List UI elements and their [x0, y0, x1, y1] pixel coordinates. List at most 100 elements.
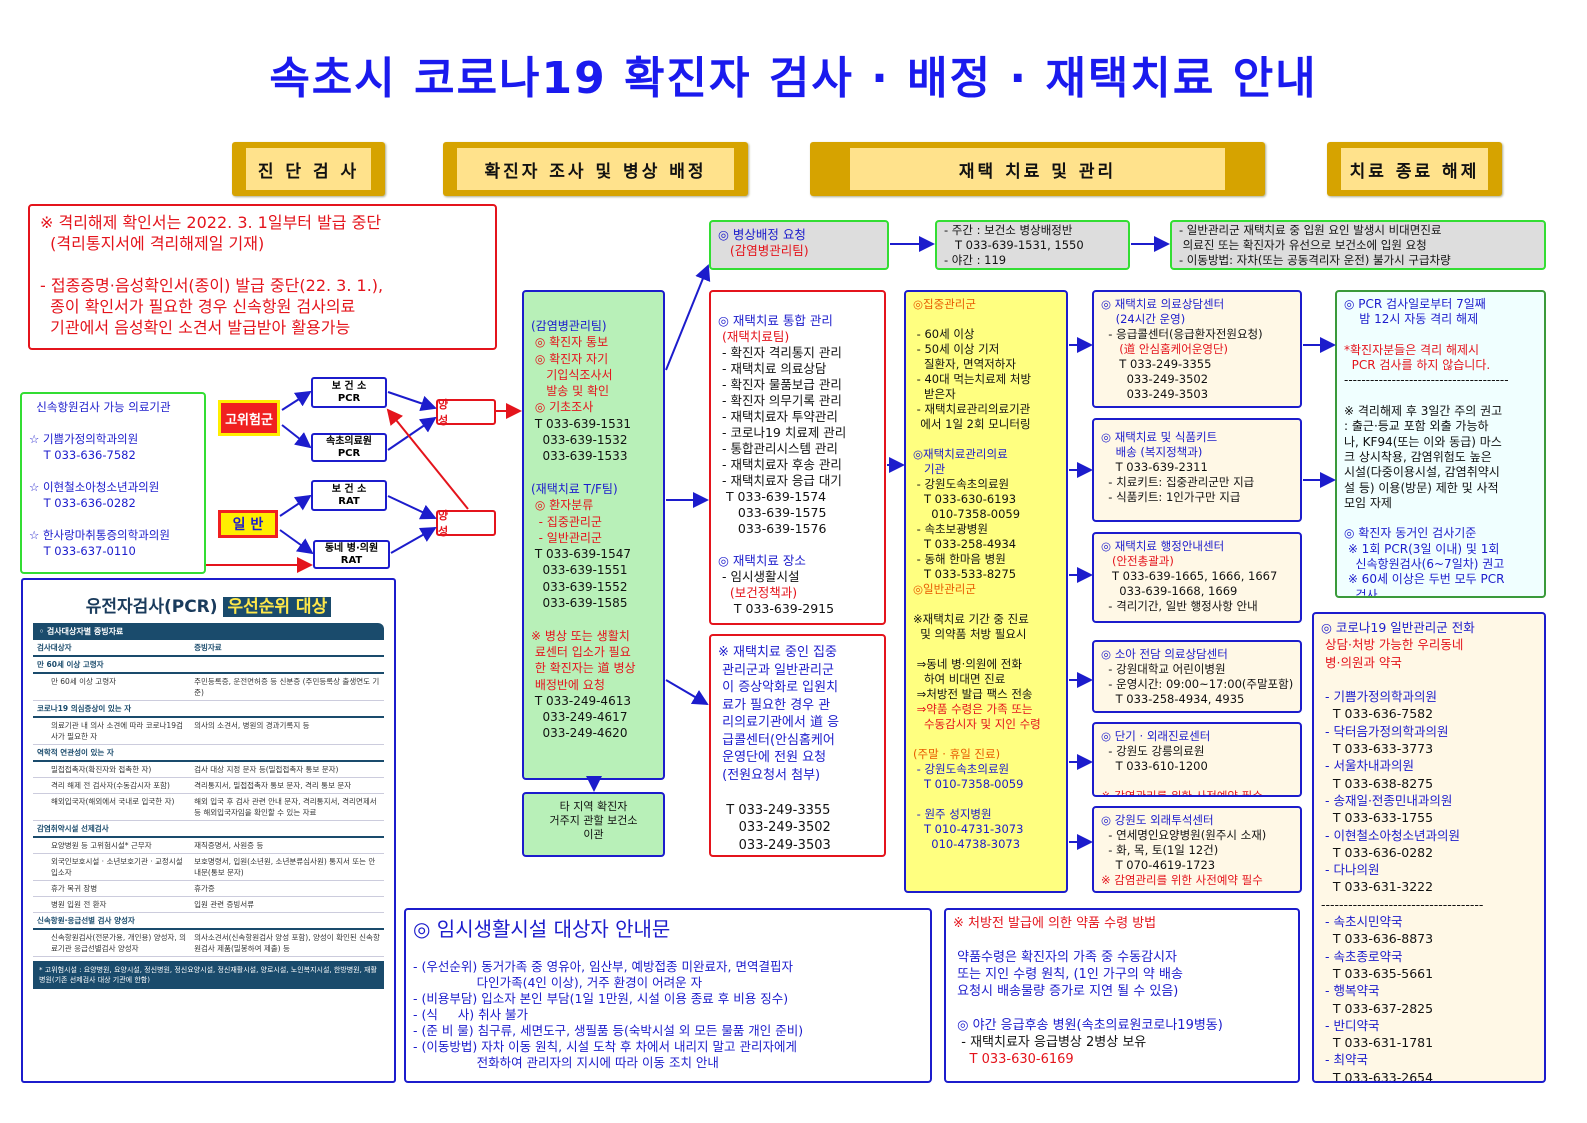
kits-line: ◎ 재택치료 및 식품키트 [1101, 430, 1218, 444]
col-header: 검사대상자 [33, 640, 191, 657]
notice-line: (격리통지서에 격리해제일 기재) [40, 234, 265, 253]
cell-target: 병원 입원 전 환자 [33, 896, 191, 913]
day_night-line: T 033-639-1531, 1550 [944, 238, 1084, 252]
prescription-line: 또는 지인 수령 원칙, (1인 가구의 약 배송 [953, 967, 1183, 982]
consult-line: (道 안심홈케어운영단) [1101, 342, 1229, 356]
group-label: 감염취약시설 선제검사 [33, 820, 384, 838]
cell-target: 휴가 복귀 장병 [33, 880, 191, 897]
temporary-facility-box: ◎ 임시생활시설 대상자 안내문 - (우선순위) 동거가족 중 영유아, 임산… [404, 908, 932, 1083]
stage-label: 진 단 검 사 [246, 148, 371, 190]
clinics-line: ☆ 기쁨가정의학과의원 [29, 432, 139, 446]
admin-line: ◎ 재택치료 행정안내센터 [1101, 539, 1225, 553]
stage-investigation: 확진자 조사 및 병상 배정 [443, 142, 748, 196]
pharmacy-line: - 닥터음가정의학과의원 [1321, 723, 1449, 739]
team-line: T 033-249-4613 [531, 693, 631, 708]
clinics-line: ☆ 이현철소아청소년과의원 [29, 480, 160, 494]
cell-target: 해외입국자(해외에서 국내로 입국한 자) [33, 793, 191, 821]
groups-line [913, 312, 1059, 327]
pharmacy-line [1321, 671, 1537, 688]
other_region-line: 거주지 관할 보건소 [549, 814, 638, 827]
release-line: 검사 [1344, 587, 1378, 598]
bed-request-box: ◎ 병상배정 요청 (감염병관리팀) [709, 220, 889, 270]
outpatient-line: - 강원도 강릉의료원 [1101, 744, 1205, 758]
group-label: 만 60세 이상 고령자 [33, 656, 384, 674]
groups-line: 및 의약품 처방 필요시 [913, 627, 1027, 641]
cell-proof: 해외 입국 후 검사 관련 안내 문자, 격리통지서, 격리면제서 등 해외입국… [190, 793, 384, 821]
prescription-line [953, 1000, 1291, 1017]
integrated-line [718, 537, 877, 553]
clinics-line: 신속항원검사 가능 의료기관 [29, 400, 171, 414]
release-line: : 출근·등교 포함 외출 가능하 [1344, 419, 1489, 434]
pharmacy-line: T 033-635-5661 [1321, 965, 1434, 981]
prescription-line: 약품수령은 확진자의 가족 중 수동감시자 [953, 950, 1177, 965]
team-line: ※ 병상 또는 생활치 [531, 628, 630, 643]
group-label: 역학적 연관성이 있는 자 [33, 744, 384, 762]
facility-line: - (준 비 물) 침구류, 세면도구, 생필품 등(숙박시설 외 모든 물품 … [413, 1023, 804, 1038]
team-line: - 집중관리군 [531, 514, 602, 529]
facility-line: - (식 사) 취사 불가 [413, 1007, 529, 1022]
group-label: 코로나19 의심증상이 있는 자 [33, 700, 384, 718]
notice-box: ※ 격리해제 확인서는 2022. 3. 1일부터 발급 중단 (격리통지서에 … [28, 204, 497, 350]
team-line: ◎ 확진자 자기 [531, 351, 609, 366]
group-label: 신속항원·응급선별 검사 양성자 [33, 912, 384, 930]
groups-line: ◎재택치료관리의료 [913, 447, 1008, 461]
pharmacy-line: T 033-631-1781 [1321, 1035, 1434, 1051]
pharmacy-line: T 033-633-2654 [1321, 1069, 1434, 1083]
release-line: *확진자분들은 격리 해제시 [1344, 342, 1480, 357]
transfer-line: T 033-249-3355 [718, 802, 831, 818]
team-line: ◎ 환자분류 [531, 498, 594, 513]
prescription-line [953, 932, 1291, 949]
admin-line: 033-639-1668, 1669 [1101, 584, 1238, 598]
admin-line: T 033-639-1665, 1666, 1667 [1101, 569, 1278, 583]
groups-line [913, 792, 1059, 807]
pediatric-line: - 강원대학교 어린이병원 [1101, 662, 1226, 676]
consult-line: (24시간 운영) [1101, 312, 1186, 326]
groups-line: - 원주 성지병원 [913, 807, 992, 821]
integrated-line: - 확진자 물품보급 관리 [718, 377, 842, 392]
cell-target: 외국인보호시설 · 소년보호기관 · 교정시설 입소자 [33, 853, 191, 881]
integrated-line: - 코로나19 치료제 관리 [718, 425, 847, 440]
pharmacy-line: - 행복약국 [1321, 983, 1380, 999]
hospitalization-box: - 일반관리군 재택치료 중 입원 요인 발생시 비대면진료 의료진 또는 확진… [1170, 220, 1546, 270]
integrated-line: T 033-639-2915 [718, 601, 835, 616]
groups-line: - 50세 이상 기저 [913, 342, 1000, 356]
release-line: ※ 격리해제 후 3일간 주의 권고 [1344, 404, 1503, 419]
stage-label: 치료 종료 해제 [1341, 148, 1488, 190]
table-row: 감염취약시설 선제검사 [33, 820, 384, 838]
integrated-line: - 재택치료 의료상담 [718, 361, 827, 376]
groups-line: 010-4738-3073 [913, 837, 1021, 851]
integrated-management-box: ◎ 재택치료 통합 관리 (재택치료팀) - 확진자 격리통지 관리 - 재택치… [709, 290, 886, 625]
stage-diagnosis: 진 단 검 사 [232, 142, 385, 196]
groups-line [913, 432, 1059, 447]
integrated-line: 033-639-1576 [718, 521, 827, 536]
team-line: 033-639-1533 [531, 449, 628, 464]
integrated-line: - 확진자 의무기록 관리 [718, 393, 842, 408]
cell-target: 신속항원검사(전문가용, 개인용) 양성자, 의료기관 응급선별검사 양성자 [33, 929, 191, 957]
table-row: 밀접접촉자(확진자와 접촉한 자)검사 대상 지정 문자 등(밀접접촉자 통보 … [33, 761, 384, 778]
prescription-box: ※ 처방전 발급에 의한 약품 수령 방법 약품수령은 확진자의 가족 중 수동… [944, 908, 1300, 1083]
table-row: 해외입국자(해외에서 국내로 입국한 자)해외 입국 후 검사 관련 안내 문자… [33, 793, 384, 821]
transfer-line: 033-249-3502 [718, 820, 831, 835]
groups-line: ◎집중관리군 [913, 297, 976, 311]
prescription-line: 요청시 배송물량 증가로 지연 될 수 있음) [953, 984, 1179, 999]
day_night-line: - 주간 : 보건소 병상배정반 [944, 223, 1073, 237]
transfer-box: ※ 재택치료 중인 집중 관리군과 일반관리군 이 증상악화로 입원치 료가 필… [709, 634, 886, 857]
release-line: 나, KF94(또는 이와 동급) 마스 [1344, 434, 1502, 449]
facility-line: - (우선순위) 동거가족 중 영유아, 임산부, 예방접종 미완료자, 면역결… [413, 959, 793, 974]
bed_request-line: ◎ 병상배정 요청 [718, 227, 806, 242]
pharmacy-line: - 이현철소아청소년과의원 [1321, 827, 1460, 843]
pharmacy-line: ◎ 코로나19 일반관리군 전화 [1321, 620, 1475, 635]
integrated-line [718, 297, 877, 313]
cell-proof: 보호명령서, 입원(소년원, 소년분류심사원) 통지서 또는 안내문(통보 문자… [190, 853, 384, 881]
cell-target: 격리 해제 전 검사자(수동감시자 포함) [33, 777, 191, 794]
team-line: 033-249-4620 [531, 726, 628, 741]
high-risk-group: 고위험군 [218, 400, 280, 436]
day-night-box: - 주간 : 보건소 병상배정반 T 033-639-1531, 1550- 야… [935, 220, 1130, 270]
prescription-line: T 033-630-6169 [953, 1052, 1074, 1067]
team-line: T 033-639-1547 [531, 547, 631, 562]
